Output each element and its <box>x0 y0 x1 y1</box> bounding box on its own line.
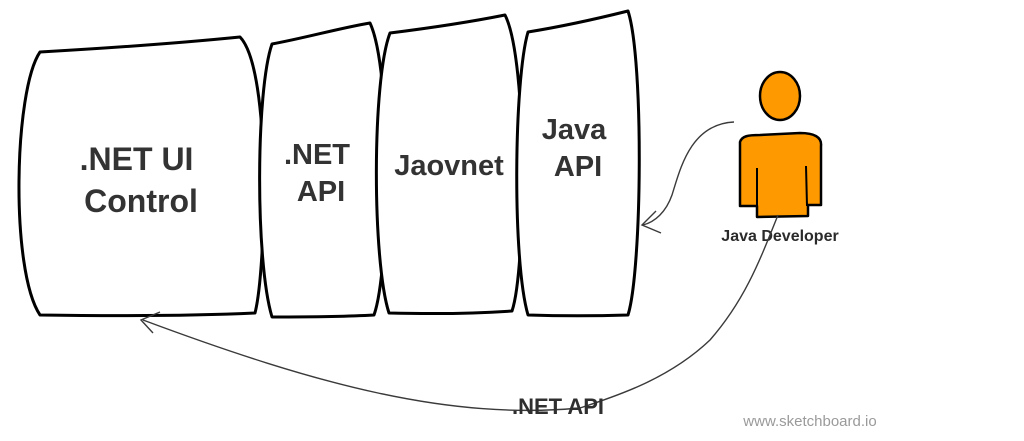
block-java-api-label: Java API <box>542 114 615 183</box>
arrowhead-icon <box>139 311 161 334</box>
block-java-api-shape <box>515 9 641 318</box>
block-jaovnet[interactable]: Jaovnet <box>374 13 524 316</box>
watermark: www.sketchboard.io <box>742 413 876 430</box>
connector-label: .NET API <box>512 394 604 419</box>
block-dotnet-ui-control-shape <box>17 35 266 318</box>
connector-developer-to-dotnet-ui: .NET API <box>139 214 779 419</box>
actor-java-developer[interactable]: Java Developer <box>721 70 839 245</box>
actor-label: Java Developer <box>721 228 838 245</box>
block-dotnet-api-label: .NET API <box>284 139 358 208</box>
arrowhead-icon <box>640 210 662 234</box>
connector-line <box>642 121 735 226</box>
person-arm-right-line <box>805 165 808 207</box>
person-head <box>758 70 802 122</box>
block-dotnet-ui-control-label: .NET UI Control <box>80 141 203 219</box>
block-dotnet-api[interactable]: .NET API <box>258 21 388 319</box>
connector-line <box>142 214 779 412</box>
person-body <box>738 131 823 219</box>
block-dotnet-ui-control[interactable]: .NET UI Control <box>17 35 266 318</box>
block-jaovnet-label: Jaovnet <box>394 150 504 182</box>
block-dotnet-api-shape <box>258 21 388 319</box>
block-jaovnet-shape <box>374 13 524 316</box>
block-java-api[interactable]: Java API <box>515 9 641 318</box>
connector-developer-to-java-api <box>640 121 735 234</box>
person-icon <box>738 70 823 219</box>
